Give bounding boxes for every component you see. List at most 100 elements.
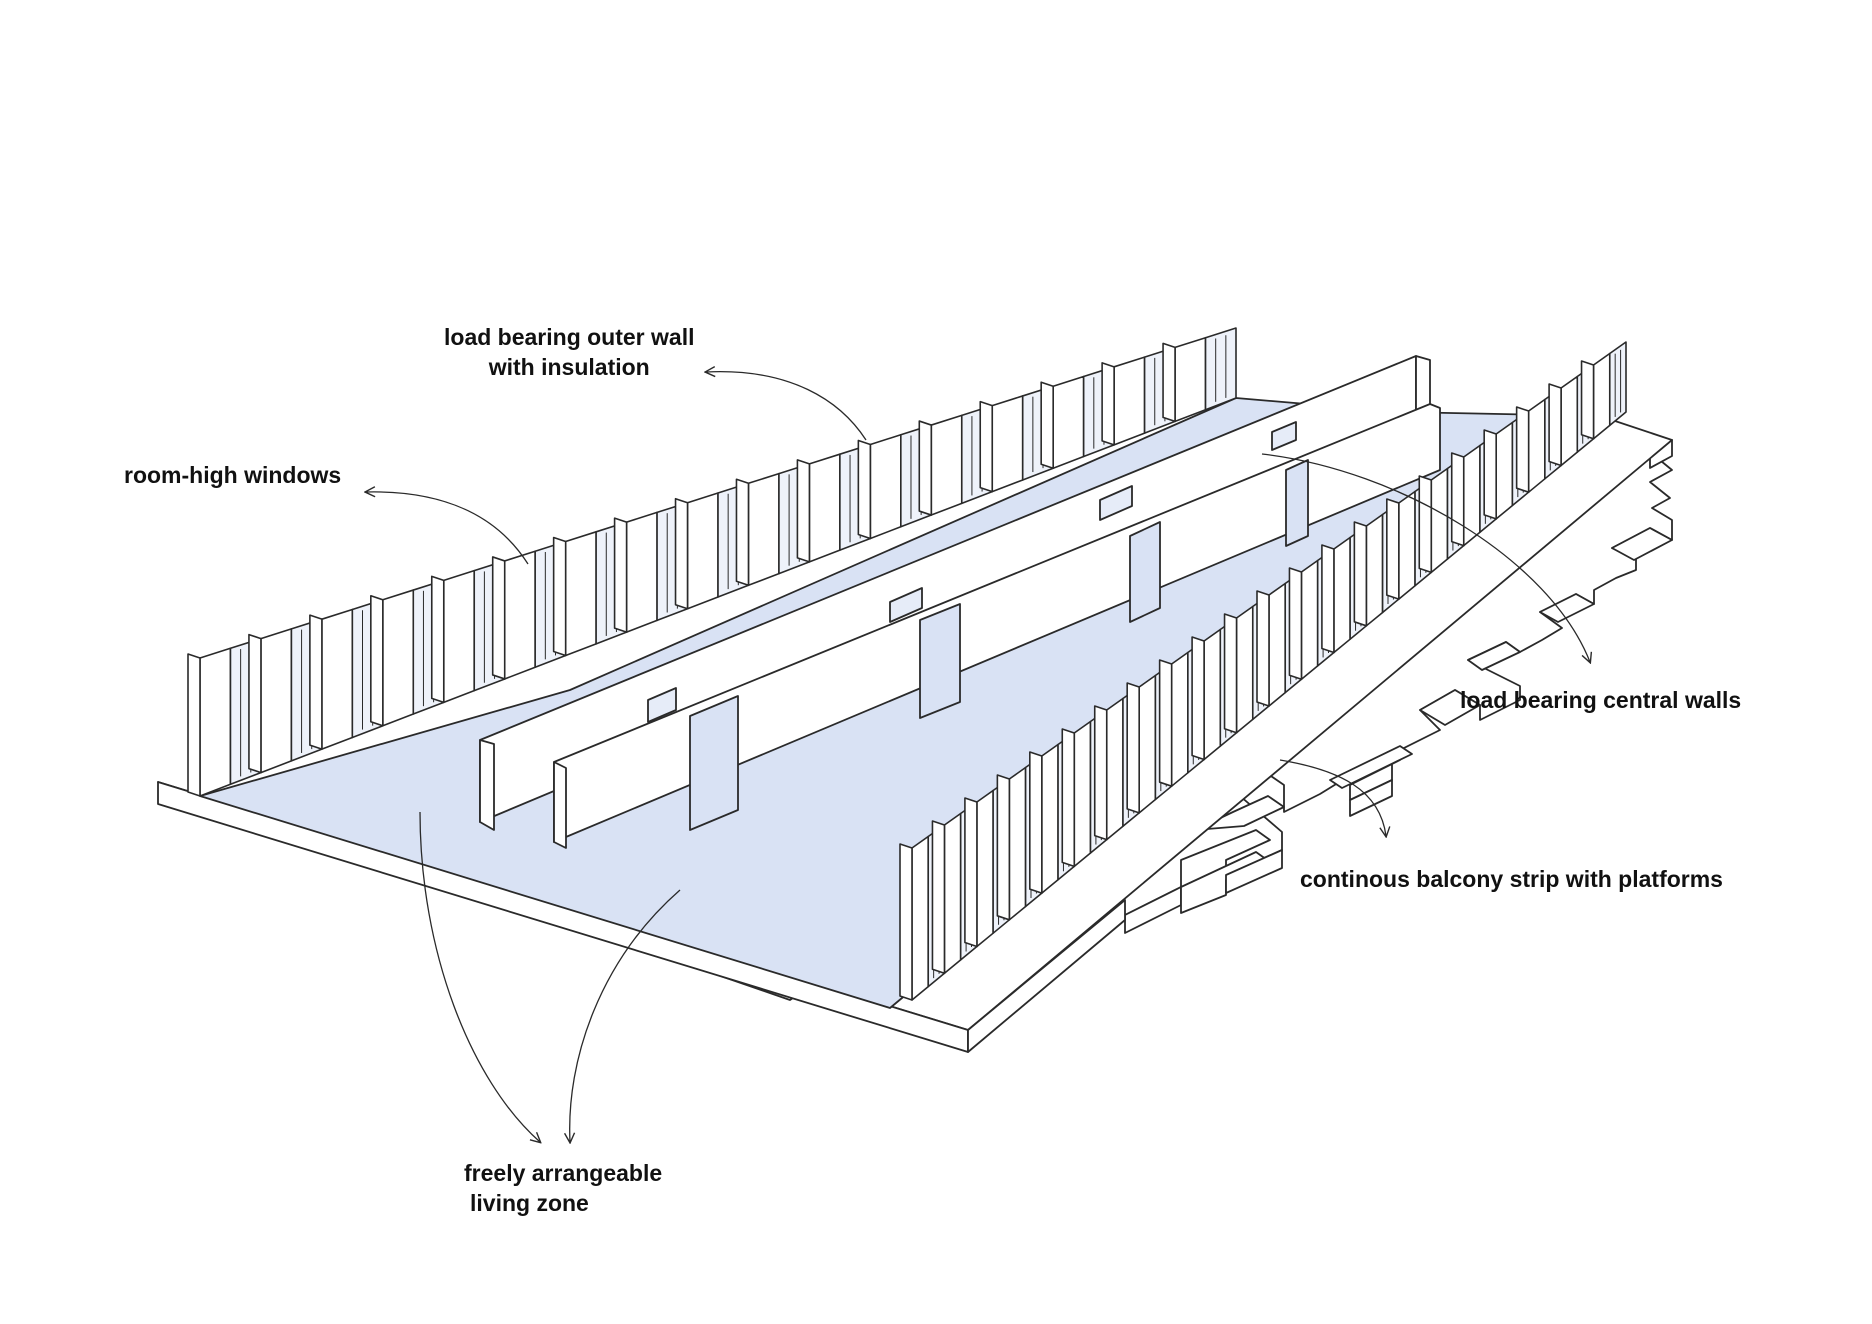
back-wall-pier	[442, 569, 476, 704]
front-pier-side	[1256, 590, 1270, 707]
front-pier-side	[1450, 452, 1465, 547]
back-pier-side	[430, 575, 445, 704]
front-pier-side	[1321, 544, 1335, 654]
front-wall-pier	[1462, 444, 1481, 547]
label-outer-wall: load bearing outer wall with insulation	[444, 322, 694, 382]
front-wall-pier	[976, 789, 994, 948]
front-pier-side	[1191, 636, 1205, 761]
arrow-windows	[366, 492, 529, 565]
back-pier-side	[370, 594, 384, 727]
back-wall-pier	[686, 492, 719, 610]
front-wall-pier	[1073, 720, 1092, 868]
back-wall-pier	[869, 433, 902, 540]
front-pier-side	[1418, 475, 1433, 574]
front-wall-pier	[1333, 536, 1351, 654]
label-windows-text: room-high windows	[124, 462, 342, 488]
back-pier-side	[613, 517, 628, 633]
back-pier-side	[491, 556, 506, 680]
front-wall-pier	[1560, 375, 1579, 467]
front-pier-side	[1515, 406, 1530, 493]
label-balcony-text: continous balcony strip with platforms	[1300, 866, 1723, 892]
front-wall-pier	[1430, 467, 1449, 574]
back-pier-side	[674, 497, 689, 610]
outer-wall-back	[187, 327, 1237, 797]
front-pier-side	[1386, 498, 1400, 600]
front-pier-side	[1548, 383, 1562, 467]
back-pier-side	[918, 420, 933, 516]
arrow-living-zone-right	[570, 889, 681, 1142]
label-central-walls-text: load bearing central walls	[1460, 687, 1742, 713]
label-living-zone-line1: freely arrangeable	[464, 1160, 663, 1186]
back-wall-pier	[321, 608, 354, 750]
back-wall-pier	[808, 453, 841, 563]
back-wall-pier	[503, 550, 536, 680]
back-pier-side	[735, 478, 750, 587]
front-wall-pier	[1495, 421, 1514, 520]
back-wall-pier	[260, 628, 293, 774]
front-pier-side	[931, 820, 946, 975]
front-pier-side	[1483, 429, 1497, 520]
balcony-strip	[1124, 439, 1673, 934]
front-wall-pier	[1170, 651, 1189, 787]
front-wall-pier	[1300, 559, 1319, 681]
back-wall-pier	[930, 414, 963, 516]
back-wall-pier	[382, 589, 415, 727]
back-pier-side	[796, 459, 811, 563]
back-pier-side	[857, 439, 872, 540]
front-wall-pier	[1105, 697, 1124, 841]
front-wall-pier	[943, 812, 962, 975]
back-pier-side	[1040, 381, 1054, 470]
front-wall-pier	[1268, 582, 1287, 707]
label-living-zone-line2: living zone	[470, 1190, 589, 1216]
back-wall-pier	[564, 531, 597, 657]
front-wall-pier	[911, 835, 930, 1001]
front-wall-pier	[1592, 352, 1611, 440]
arrow-living-zone-left	[419, 811, 540, 1142]
label-living-zone: freely arrangeable living zone	[464, 1158, 662, 1218]
front-wall-pier	[1138, 674, 1157, 814]
front-wall-pier	[1527, 398, 1546, 493]
label-outer-wall-line2: with insulation	[488, 354, 650, 380]
front-pier-side	[1580, 360, 1595, 440]
back-pier-side	[979, 400, 994, 493]
label-windows: room-high windows	[124, 460, 341, 490]
front-wall-pier	[1008, 766, 1027, 921]
back-pier-side	[552, 536, 567, 657]
front-pier-side	[1288, 567, 1303, 681]
back-wall-pier	[1113, 356, 1146, 446]
back-wall-pier	[991, 395, 1024, 493]
label-balcony: continous balcony strip with platforms	[1300, 864, 1723, 894]
front-wall-pier	[1041, 743, 1059, 894]
front-pier-side	[1093, 705, 1108, 841]
label-central-walls: load bearing central walls	[1460, 685, 1741, 715]
front-pier-side	[964, 797, 978, 948]
arrow-central-walls	[1261, 453, 1590, 662]
front-pier-side	[1061, 728, 1076, 868]
front-window-panel	[1608, 341, 1627, 427]
back-wall-pier	[747, 472, 780, 587]
front-pier-side	[1353, 521, 1368, 627]
back-window-panel	[1204, 327, 1237, 411]
central-walls	[479, 355, 1441, 849]
back-pier-side	[248, 633, 262, 774]
arrow-balcony	[1279, 759, 1386, 836]
outer-wall-front	[899, 341, 1627, 1001]
label-outer-wall-line1: load bearing outer wall	[444, 324, 695, 350]
front-pier-side	[1158, 659, 1173, 787]
back-pier-side	[187, 653, 201, 797]
front-wall-pier	[1235, 605, 1254, 734]
back-wall-pier	[199, 647, 232, 797]
back-pier-side	[1162, 342, 1176, 423]
back-wall-pier	[1052, 375, 1085, 470]
front-pier-side	[1223, 613, 1238, 734]
back-pier-side	[309, 614, 323, 750]
front-pier-side	[1126, 682, 1140, 814]
front-wall-pier	[1203, 628, 1222, 761]
back-pier-side	[1101, 362, 1115, 446]
annotation-arrows	[366, 372, 1590, 1142]
front-wall-pier	[1365, 513, 1384, 627]
back-wall-pier	[1174, 336, 1207, 423]
front-pier-side	[996, 774, 1011, 921]
back-wall-pier	[625, 511, 658, 633]
